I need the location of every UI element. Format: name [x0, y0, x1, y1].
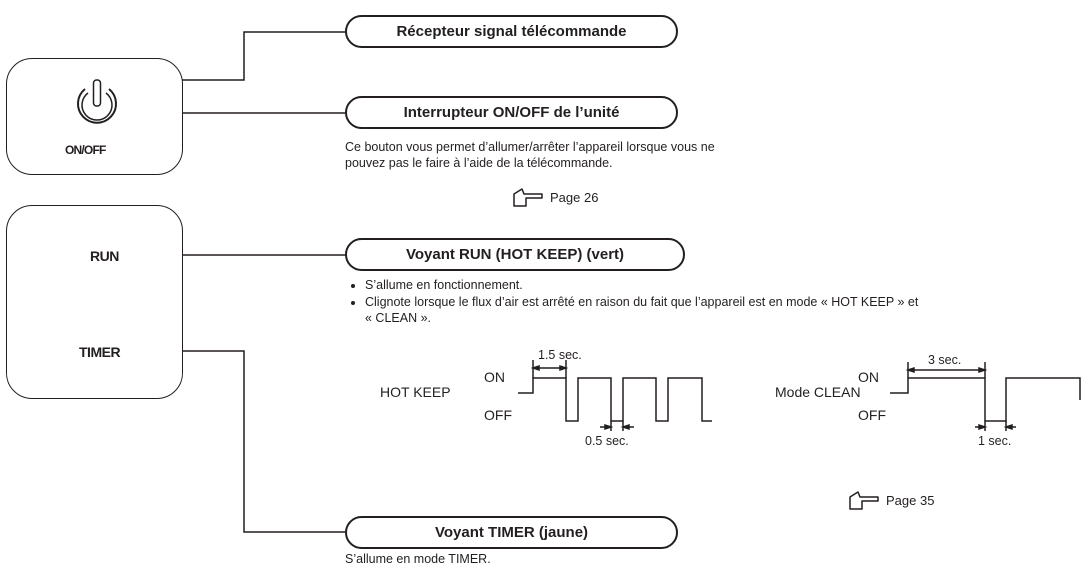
timer-description: S’allume en mode TIMER. — [345, 552, 491, 566]
clean-off-label: OFF — [858, 407, 886, 423]
run-indicator-label: RUN — [90, 248, 119, 264]
hot-keep-label: HOT KEEP — [380, 384, 451, 400]
indicator-panel: RUN TIMER — [6, 205, 183, 399]
run-bullet-item: Clignote lorsque le flux d’air est arrêt… — [365, 294, 925, 326]
receiver-connector-line — [170, 31, 346, 81]
clean-on-duration: 3 sec. — [928, 353, 962, 367]
timer-callout-title: Voyant TIMER (jaune) — [345, 516, 678, 549]
run-bullet-list: S’allume en fonctionnement. Clignote lor… — [345, 277, 955, 327]
clean-off-duration: 1 sec. — [978, 434, 1012, 448]
onoff-button-label: ON/OFF — [65, 143, 106, 157]
clean-mode-label: Mode CLEAN — [775, 384, 861, 400]
hot-keep-on-dimension — [530, 360, 569, 378]
clean-page-ref-text: Page 35 — [886, 492, 935, 508]
clean-waveform — [890, 377, 1081, 422]
unit-panel: ON/OFF — [6, 58, 183, 175]
run-bullet-item: S’allume en fonctionnement. — [365, 277, 955, 293]
power-icon[interactable] — [67, 77, 127, 137]
timer-connector-line — [170, 350, 346, 533]
clean-page-reference[interactable]: Page 35 — [848, 489, 934, 511]
hot-keep-on-label: ON — [484, 369, 505, 385]
run-callout-title: Voyant RUN (HOT KEEP) (vert) — [345, 238, 685, 271]
hot-keep-off-label: OFF — [484, 407, 512, 423]
clean-on-label: ON — [858, 369, 879, 385]
hot-keep-off-duration: 0.5 sec. — [585, 434, 629, 448]
hot-keep-waveform — [518, 377, 712, 422]
timer-indicator-label: TIMER — [79, 344, 121, 360]
pointing-hand-icon — [513, 188, 543, 207]
onoff-description-line2: pouvez pas le faire à l’aide de la téléc… — [345, 156, 613, 170]
onoff-description-line1: Ce bouton vous permet d’allumer/arrêter … — [345, 140, 715, 154]
onoff-page-reference[interactable]: Page 26 — [512, 186, 598, 208]
hot-keep-off-dimension — [600, 421, 634, 431]
clean-off-dimension — [975, 421, 1016, 431]
clean-on-dimension — [905, 362, 988, 378]
receiver-callout-title: Récepteur signal télécommande — [345, 15, 678, 48]
onoff-page-ref-text: Page 26 — [550, 189, 599, 205]
onoff-callout-title: Interrupteur ON/OFF de l’unité — [345, 96, 678, 129]
pointing-hand-icon — [849, 491, 879, 510]
hot-keep-on-duration: 1.5 sec. — [538, 348, 582, 362]
